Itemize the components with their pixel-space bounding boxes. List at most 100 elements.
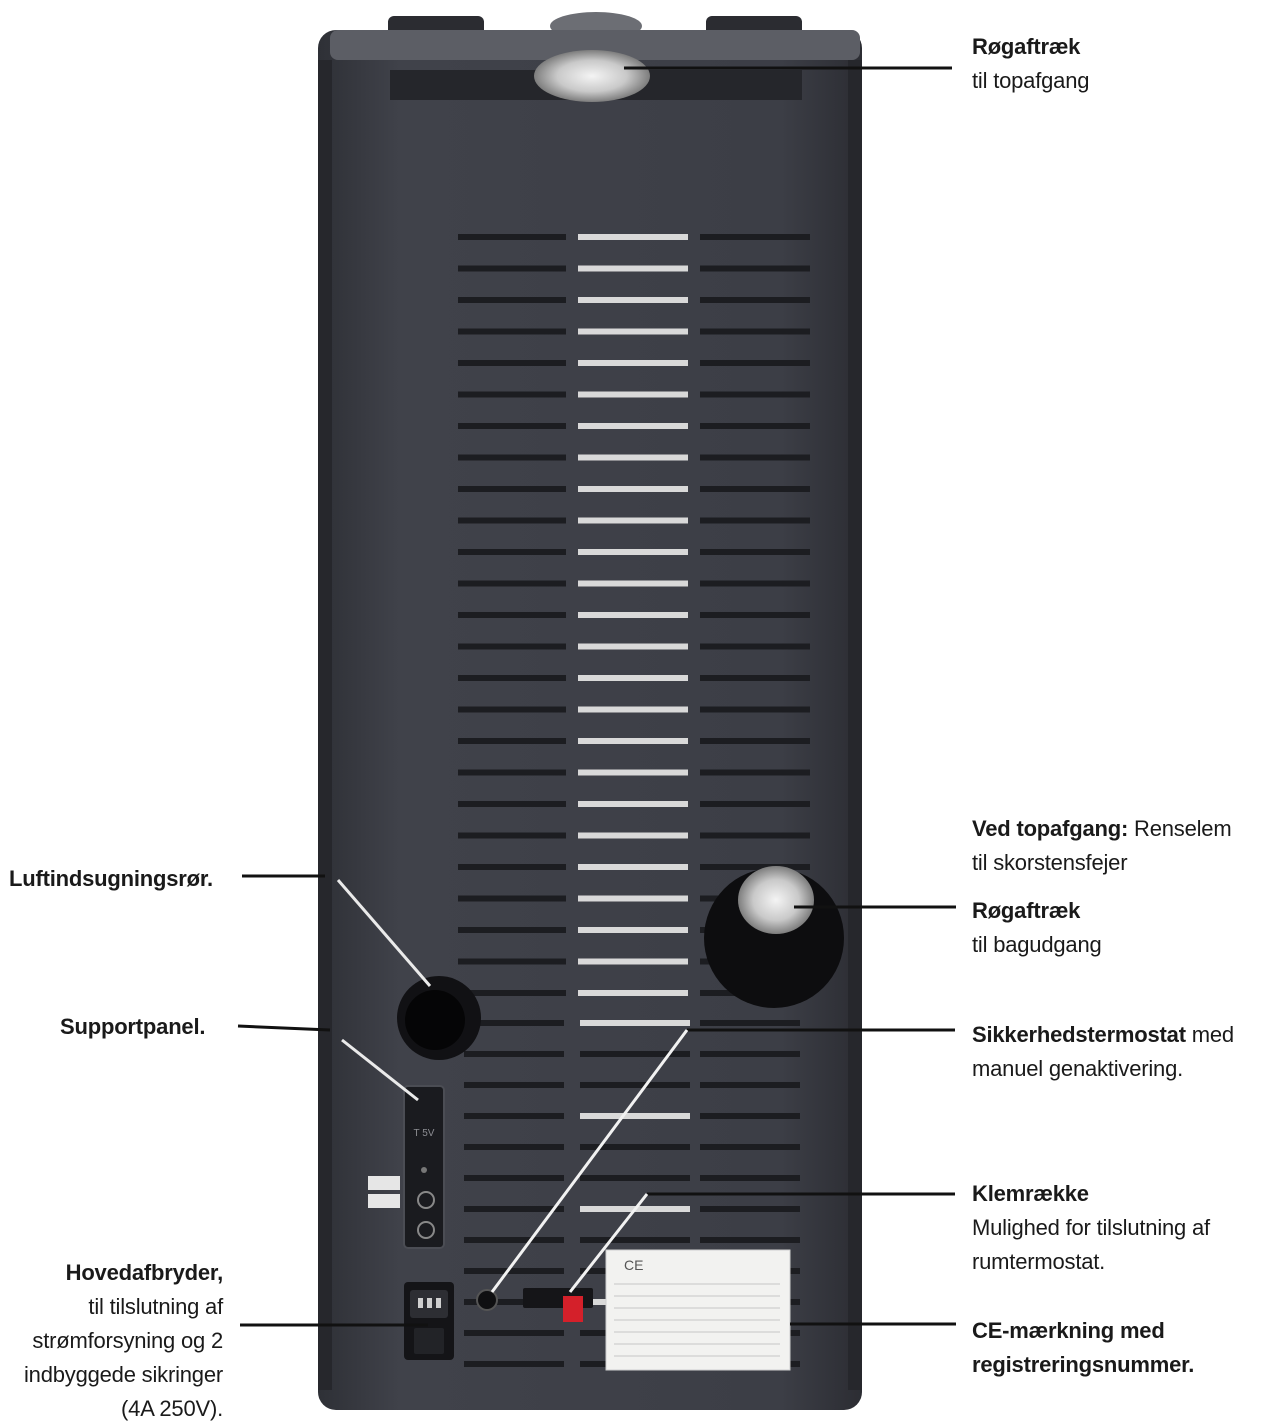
- callout-terminal-block-title: Klemrække: [972, 1181, 1089, 1206]
- callout-support-panel: Supportpanel.: [60, 1010, 205, 1044]
- leader-support-panel-diag: [341, 1038, 419, 1102]
- ce-plate-lines: [614, 1283, 780, 1357]
- vent-slot: [458, 265, 566, 272]
- callout-flue-rear: Røgaftræk til bagudgang: [972, 894, 1102, 962]
- callout-main-switch-desc: til tilslutning af: [88, 1294, 223, 1319]
- vent-slot: [458, 958, 566, 965]
- vent-slot: [700, 675, 810, 681]
- terminal-red: [563, 1296, 583, 1322]
- vent-slot: [578, 517, 688, 524]
- callout-safety-thermostat-inline: med: [1185, 1022, 1234, 1047]
- vent-slot: [700, 1144, 800, 1150]
- vent-slot: [580, 1113, 690, 1119]
- vent-slot: [578, 265, 688, 272]
- vent-slot: [700, 1051, 800, 1057]
- sticker-a: [368, 1176, 400, 1190]
- vent-slot: [700, 454, 810, 461]
- air-intake-inner: [405, 990, 465, 1050]
- callout-cleaning-hatch: Ved topafgang: Renselem til skorstensfej…: [972, 812, 1232, 880]
- ce-mark: CE: [624, 1257, 643, 1273]
- vent-slot: [578, 486, 688, 492]
- side-frame-right: [848, 60, 862, 1390]
- vent-slot: [458, 517, 566, 524]
- stove-body: [318, 30, 862, 1410]
- vent-slot: [464, 1020, 564, 1026]
- vent-slot: [458, 454, 566, 461]
- vent-slot: [458, 706, 566, 713]
- vent-slot: [700, 643, 810, 650]
- vent-slot: [578, 328, 688, 335]
- vent-slot: [464, 1082, 564, 1088]
- vent-slot: [700, 1175, 800, 1181]
- callout-flue-rear-desc: til bagudgang: [972, 932, 1102, 957]
- sticker-b: [368, 1194, 400, 1208]
- callout-main-switch-desc2: strømforsyning og 2: [32, 1328, 223, 1353]
- vent-slot: [700, 580, 810, 587]
- vent-slot: [458, 738, 566, 744]
- vent-slot: [700, 706, 810, 713]
- vent-slot: [578, 423, 688, 429]
- vent-slot: [700, 1237, 800, 1243]
- vent-slot: [578, 958, 688, 965]
- ce-plate: [605, 1249, 791, 1371]
- vent-slot: [458, 360, 566, 366]
- vent-slot: [458, 486, 566, 492]
- support-panel-knob-2: [417, 1221, 435, 1239]
- callout-air-intake: Luftindsugningsrør.: [9, 862, 213, 896]
- vent-slot: [578, 234, 688, 240]
- callout-air-intake-title: Luftindsugningsrør.: [9, 866, 213, 891]
- callout-ce-marking: CE-mærkning med registreringsnummer.: [972, 1314, 1194, 1382]
- vent-slot: [700, 612, 810, 618]
- vent-slot: [578, 580, 688, 587]
- vent-slot: [464, 1206, 564, 1212]
- vent-slot: [464, 1175, 564, 1181]
- vent-slot: [458, 769, 566, 776]
- vent-slot: [700, 360, 810, 366]
- leader-support-panel: [237, 1024, 331, 1032]
- vent-slot: [578, 927, 688, 933]
- vent-slot: [458, 801, 566, 807]
- vent-slot: [580, 1082, 690, 1088]
- vent-slot: [458, 832, 566, 839]
- vent-slot: [578, 832, 688, 839]
- vent-slot: [700, 801, 810, 807]
- vent-slot: [700, 864, 810, 870]
- callout-safety-thermostat-desc: manuel genaktivering.: [972, 1056, 1184, 1081]
- vent-slot: [578, 643, 688, 650]
- callout-terminal-block: Klemrække Mulighed for tilslutning af ru…: [972, 1177, 1210, 1279]
- vent-slot: [578, 360, 688, 366]
- vent-slot: [700, 738, 810, 744]
- vent-slot: [458, 895, 566, 902]
- vent-slot: [580, 1175, 690, 1181]
- flue-rear-pipe: [738, 866, 814, 934]
- callout-main-switch-desc4: (4A 250V).: [121, 1396, 223, 1421]
- fuse-holder: [414, 1328, 444, 1354]
- callout-support-panel-title: Supportpanel.: [60, 1014, 206, 1039]
- vent-slot: [458, 549, 566, 555]
- vent-slot: [700, 265, 810, 272]
- vent-slot: [458, 927, 566, 933]
- callout-terminal-block-desc: Mulighed for tilslutning af: [972, 1215, 1210, 1240]
- vent-slot: [578, 454, 688, 461]
- vent-slot: [578, 990, 688, 996]
- support-panel-dot-1: [421, 1167, 427, 1173]
- vent-slot: [700, 234, 810, 240]
- vent-slot: [580, 1144, 690, 1150]
- callout-cleaning-hatch-desc: til skorstensfejer: [972, 850, 1128, 875]
- vent-slot: [578, 738, 688, 744]
- callout-flue-top-desc: til topafgang: [972, 68, 1090, 93]
- vent-slot: [464, 1237, 564, 1243]
- vent-slot: [578, 801, 688, 807]
- vent-slot: [458, 864, 566, 870]
- vent-slot: [464, 1361, 564, 1367]
- vent-slot: [700, 517, 810, 524]
- vent-slot: [464, 1051, 564, 1057]
- callout-safety-thermostat-title: Sikkerhedstermostat: [972, 1022, 1186, 1047]
- vent-slot: [458, 391, 566, 398]
- callout-safety-thermostat: Sikkerhedstermostat med manuel genaktive…: [972, 1018, 1234, 1086]
- vent-slot: [458, 990, 566, 996]
- top-lid: [330, 30, 860, 60]
- support-panel-label: T 5V: [414, 1128, 435, 1139]
